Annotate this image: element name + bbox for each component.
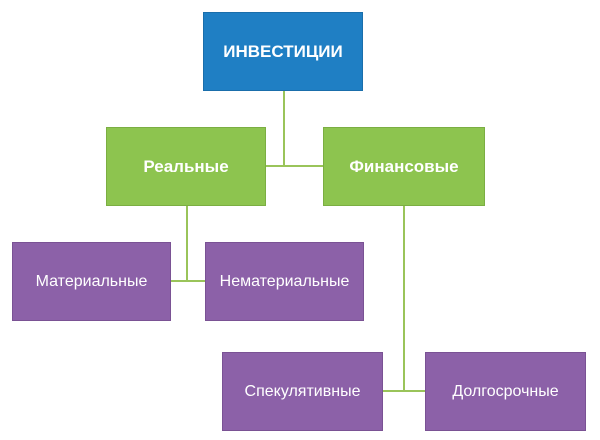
node-financial-label: Финансовые [349,156,459,176]
node-intangible: Нематериальные [205,242,364,321]
node-investments: ИНВЕСТИЦИИ [203,12,363,91]
node-speculative: Спекулятивные [222,352,383,431]
node-material: Материальные [12,242,171,321]
node-real-label: Реальные [143,156,229,176]
node-real: Реальные [106,127,266,206]
node-material-label: Материальные [35,272,148,290]
node-financial: Финансовые [323,127,485,206]
node-long-term-label: Долгосрочные [452,382,559,400]
node-investments-label: ИНВЕСТИЦИИ [223,41,343,61]
node-intangible-label: Нематериальные [219,272,350,290]
node-long-term: Долгосрочные [425,352,586,431]
node-speculative-label: Спекулятивные [244,382,361,400]
